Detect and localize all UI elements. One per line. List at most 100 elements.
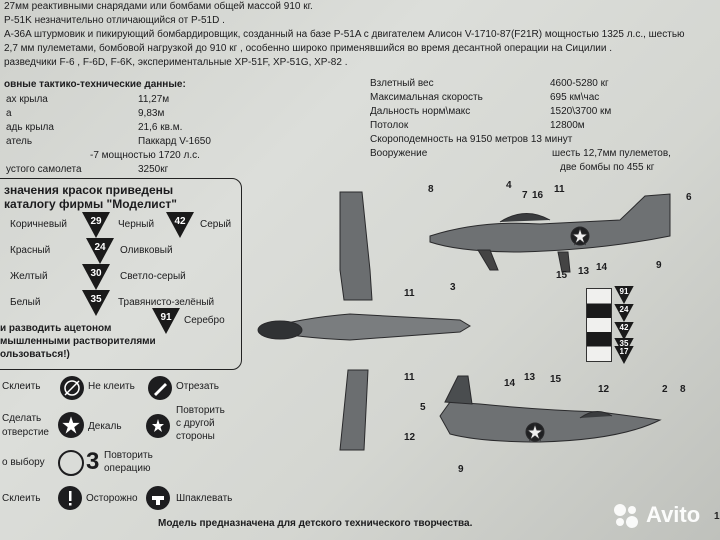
side-view-lower: [439, 375, 662, 443]
page-number: 1: [714, 511, 720, 522]
spec-value: -7 мощностью 1720 л.с.: [90, 150, 200, 161]
side-view-upper: [429, 193, 671, 273]
callout-number: 14: [504, 378, 516, 389]
instruction-label: Шпаклевать: [176, 493, 233, 504]
repeat-count: 3: [86, 448, 100, 475]
stripe-chip: 91: [614, 286, 634, 304]
callout-number: 5: [420, 402, 426, 413]
header-line-1: P-51K незначительно отличающийся от P-51…: [4, 15, 225, 26]
paint-chip-91: 91: [152, 308, 180, 334]
callout-number: 11: [554, 184, 565, 195]
spec-value: две бомбы по 455 кг: [560, 162, 655, 173]
spec-value: шесть 12,7мм пулеметов,: [552, 148, 671, 159]
spec-label: Дальность норм\макс: [370, 106, 471, 117]
paint-chip-24: 24: [86, 238, 114, 264]
stripe-number: 35: [619, 339, 629, 348]
instruction-label: Склеить: [2, 493, 41, 504]
paint-label-red: Красный: [10, 245, 51, 256]
header-line-2: A-36A штурмовик и пикирующий бомбардиров…: [4, 29, 685, 40]
paint-chip-30: 30: [82, 264, 110, 290]
spec-value: 1520\3700 км: [550, 106, 612, 117]
instruction-label: стороны: [176, 431, 215, 442]
legend-note: и разводить ацетоном: [0, 323, 112, 334]
callout-number: 16: [532, 190, 544, 201]
legend-title: каталогу фирмы "Моделист": [4, 197, 177, 211]
avito-watermark: Avito 1: [610, 500, 720, 532]
legend-note: мышленными растворителями: [0, 336, 156, 347]
callout-number: 14: [596, 262, 608, 273]
instruction-label: операцию: [104, 463, 151, 474]
spec-label: ах крыла: [6, 94, 48, 105]
stripe-number: 42: [619, 323, 629, 332]
star-decal-icon: [58, 412, 84, 438]
instruction-label: Отрезать: [176, 381, 219, 392]
callout-number: 11: [404, 288, 415, 299]
callout-number: 11: [404, 372, 415, 383]
aircraft-drawings: [257, 191, 671, 451]
callout-number: 8: [428, 184, 434, 195]
instruction-label: с другой: [176, 418, 215, 429]
stripe-number: 91: [619, 287, 629, 296]
paint-number: 29: [90, 216, 102, 227]
instruction-label: Повторить: [104, 450, 153, 461]
spec-value: 4600-5280 кг: [550, 78, 609, 89]
spec-label: Потолок: [370, 120, 409, 131]
spec-label: адь крыла: [6, 122, 54, 133]
spec-value: 695 км\час: [550, 92, 600, 103]
stripe-diagram: [586, 288, 612, 362]
paint-chip-42: 42: [166, 212, 194, 238]
callout-number: 4: [506, 180, 512, 191]
paint-number: 35: [90, 294, 102, 305]
spec-label: атель: [6, 136, 33, 147]
spec-value: 12800м: [550, 120, 585, 131]
paint-label-silver: Серебро: [184, 315, 225, 326]
stripe-number: 17: [619, 347, 629, 356]
paint-number: 42: [174, 216, 186, 227]
paint-label-white: Белый: [10, 297, 41, 308]
instruction-label: о выбору: [2, 457, 45, 468]
callout-number: 9: [458, 464, 464, 475]
instruction-label: Декаль: [88, 421, 122, 432]
paint-label-black: Черный: [118, 219, 155, 230]
paint-number: 24: [94, 242, 106, 253]
repeat-other-side-icon: [146, 414, 170, 438]
planform-view: [257, 191, 471, 451]
callout-number: 7: [522, 190, 528, 201]
spec-value: 3250кг: [138, 164, 169, 175]
paint-legend: [0, 178, 242, 370]
header-line-3: 2,7 мм пулеметами, бомбовой нагрузкой до…: [4, 43, 613, 54]
callout-number: 15: [550, 374, 562, 385]
spec-label: Скороподемность на 9150 метров 13 минут: [370, 134, 573, 145]
callout-number: 2: [662, 384, 668, 395]
spec-value: 21,6 кв.м.: [138, 122, 183, 133]
callout-number: 9: [656, 260, 662, 271]
specs-title: овные тактико-технические данные:: [4, 79, 186, 90]
instruction-label: Сделать: [2, 413, 42, 424]
paint-label-light-grey: Светло-серый: [120, 271, 186, 282]
callout-number: 12: [404, 432, 416, 443]
caution-icon: [58, 486, 82, 510]
instruction-label: Склеить: [2, 381, 41, 392]
spec-label: Взлетный вес: [370, 78, 434, 89]
spec-value: Паккард V-1650: [138, 136, 211, 147]
paint-label-grass-green: Травянисто-зелёный: [118, 297, 215, 308]
callout-number: 6: [686, 192, 692, 203]
stripe-number: 24: [619, 305, 629, 314]
spec-label: а: [6, 108, 12, 119]
paint-chip-29: 29: [82, 212, 110, 238]
stripe-chip: 42: [614, 322, 634, 340]
avito-brand: Avito: [646, 502, 701, 527]
instruction-label: Осторожно: [86, 493, 138, 504]
paint-label-olive: Оливковый: [120, 245, 173, 256]
spec-label: Максимальная скорость: [370, 92, 483, 103]
paint-label-grey: Серый: [200, 219, 232, 230]
spec-label: Вооружение: [370, 148, 428, 159]
spec-value: 9,83м: [138, 108, 165, 119]
spec-value: 11,27м: [138, 94, 170, 105]
putty-icon: [146, 486, 170, 510]
callout-number: 15: [556, 270, 568, 281]
callout-number: 13: [578, 266, 590, 277]
paint-chip-35: 35: [82, 290, 110, 316]
knife-icon: [148, 376, 172, 400]
no-glue-icon: [60, 376, 84, 400]
